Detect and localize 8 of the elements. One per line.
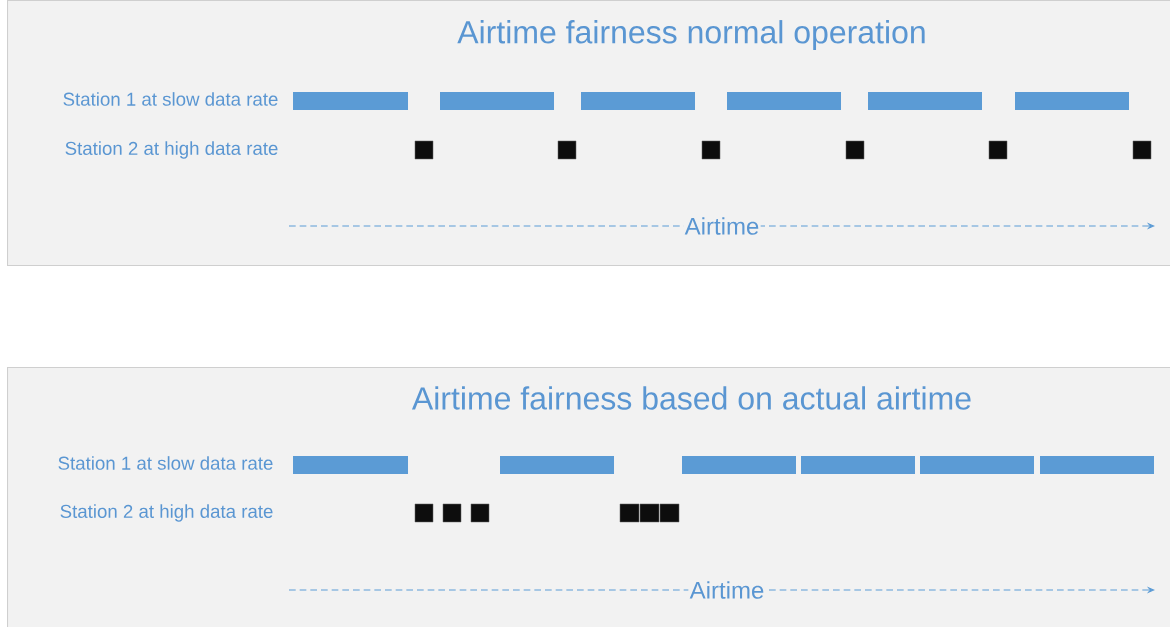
axis-label: Airtime <box>688 579 766 601</box>
axis-label: Airtime <box>683 215 761 237</box>
panel-title: Airtime fairness based on actual airtime <box>411 386 971 410</box>
row-label: Station 1 at slow data rate <box>58 456 273 470</box>
row-label: Station 1 at slow data rate <box>63 92 278 106</box>
panel-title: Airtime fairness normal operation <box>457 20 925 50</box>
row-label: Station 2 at high data rate <box>60 504 273 522</box>
row-label: Station 2 at high data rate <box>65 141 278 159</box>
